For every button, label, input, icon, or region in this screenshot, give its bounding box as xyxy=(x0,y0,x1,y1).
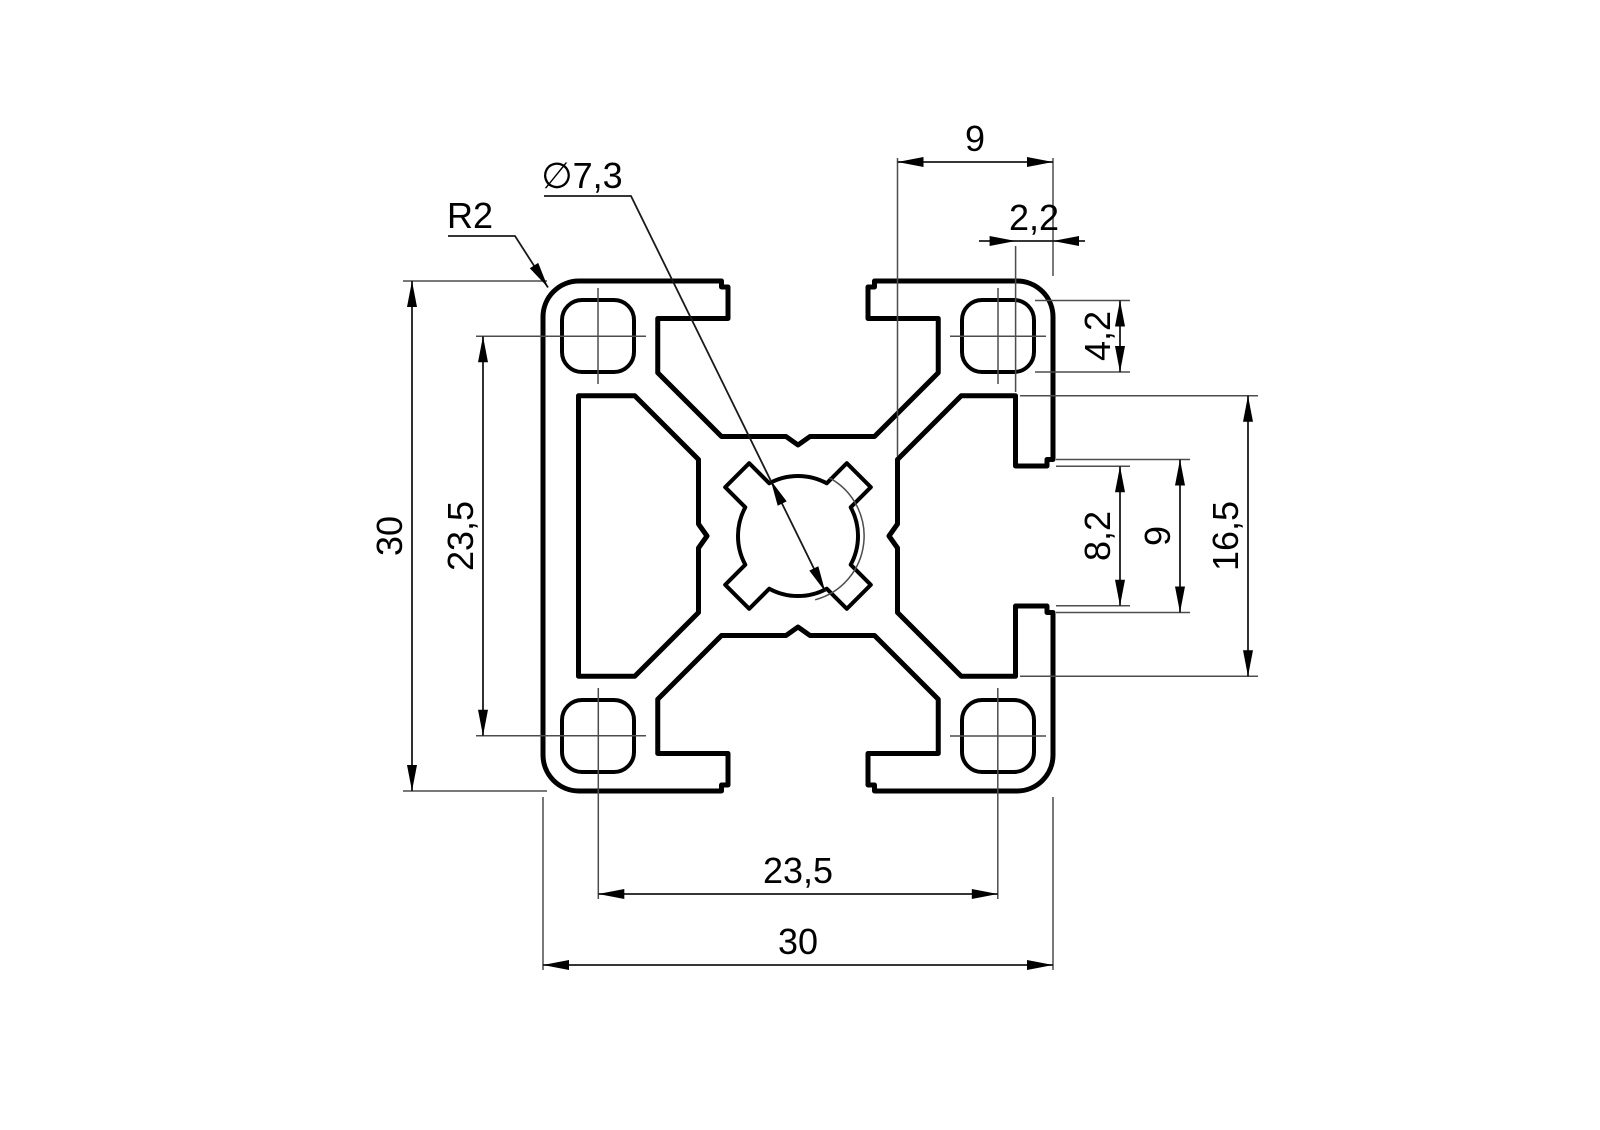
dim-label-lip-wall: 2,2 xyxy=(1009,197,1059,238)
dimension-profile-height: 30 xyxy=(369,281,417,791)
dim-label-port-spacing-horizontal: 23,5 xyxy=(763,850,833,891)
dimension-slot-opening: 8,2 xyxy=(1077,466,1125,606)
dim-label-screw-port: 4,2 xyxy=(1077,311,1118,361)
dimension-slot-mouth: 9 xyxy=(1137,459,1185,613)
dim-label-port-spacing-vertical: 23,5 xyxy=(440,501,481,571)
profile-outline xyxy=(540,278,1056,794)
dim-label-slot-depth-top: 9 xyxy=(965,118,985,159)
leader-label-center-bore: ∅7,3 xyxy=(541,155,622,196)
dimension-port-spacing-vertical: 23,5 xyxy=(440,336,488,736)
centerline-crosshairs xyxy=(477,288,1046,899)
dim-label-slot-mouth: 9 xyxy=(1137,526,1178,546)
dimension-lip-wall: 2,2 xyxy=(979,197,1085,246)
dimension-slot-chamber: 16,5 xyxy=(1205,395,1253,677)
dim-label-slot-chamber: 16,5 xyxy=(1205,501,1246,571)
leader-label-corner-radius: R2 xyxy=(447,195,493,236)
closed-slot-cavity xyxy=(576,393,710,679)
leader-corner-radius: R2 xyxy=(447,195,549,288)
dimension-screw-port: 4,2 xyxy=(1077,300,1125,372)
dimension-profile-width: 30 xyxy=(543,921,1053,970)
dim-label-slot-opening: 8,2 xyxy=(1077,511,1118,561)
thread-reference-arc xyxy=(814,477,865,601)
dim-label-profile-height: 30 xyxy=(369,516,410,556)
extension-lines xyxy=(403,158,1258,970)
leader-center-bore: ∅7,3 xyxy=(541,155,827,593)
dim-label-profile-width: 30 xyxy=(778,921,818,962)
center-bore xyxy=(723,461,873,611)
dimension-slot-depth-top: 9 xyxy=(897,118,1053,167)
dimension-port-spacing-horizontal: 23,5 xyxy=(598,850,998,899)
profile-section xyxy=(477,278,1056,899)
